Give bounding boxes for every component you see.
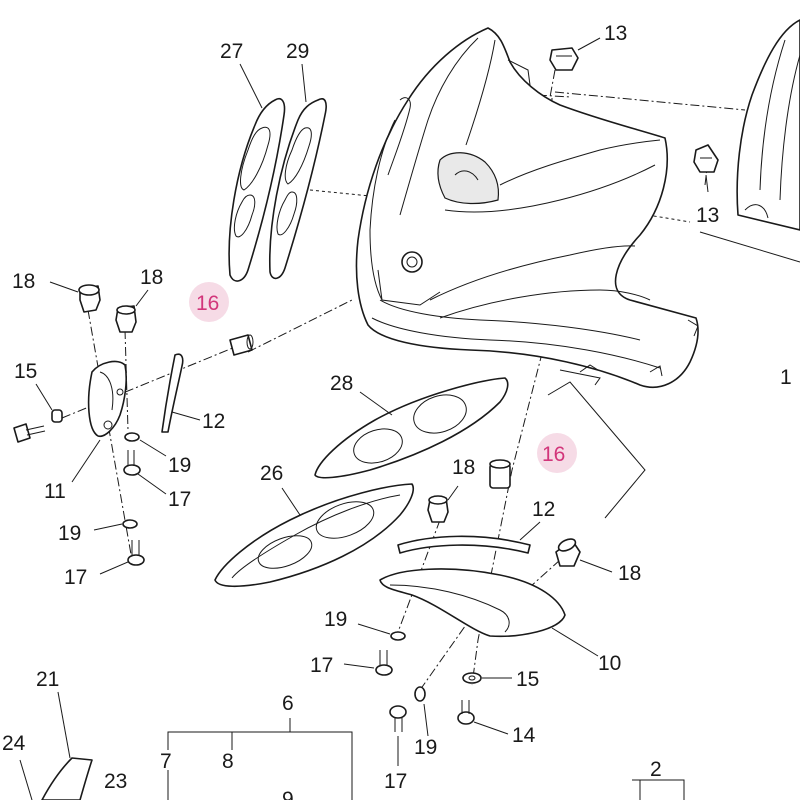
lens-27: [228, 63, 286, 282]
label-2: 2: [650, 758, 662, 781]
screw-15-left: [35, 383, 63, 423]
seal-12-right: [397, 521, 541, 554]
grommet-18-left-a: [49, 281, 101, 313]
label-27: 27: [220, 40, 243, 63]
label-16-left: 16: [196, 292, 219, 315]
label-17-left-a: 17: [168, 488, 191, 511]
label-19-right-a: 19: [324, 608, 347, 631]
part-24-bottom: [19, 759, 33, 800]
label-26: 26: [260, 462, 283, 485]
grommet-18-mid: [427, 485, 459, 523]
label-23: 23: [104, 770, 127, 793]
label-12-left: 12: [202, 410, 225, 433]
label-24: 24: [2, 732, 26, 755]
panel-10: [379, 568, 599, 657]
front-cowling-part-1: [355, 27, 699, 389]
label-10: 10: [598, 652, 621, 675]
label-9: 9: [282, 788, 294, 800]
highlight-16-right-badge: [537, 433, 577, 473]
label-19-left-a: 19: [168, 454, 191, 477]
label-19-left-b: 19: [58, 522, 81, 545]
bottom-group-bracket: [167, 718, 353, 800]
label-15-left: 15: [14, 360, 37, 383]
part-21-bottom: [41, 691, 93, 800]
label-17-left-b: 17: [64, 566, 87, 589]
washer-15-right: [462, 672, 512, 684]
lens-29: [268, 63, 327, 280]
label-19-right-b: 19: [414, 736, 437, 759]
highlight-16-left-badge: [189, 282, 229, 322]
collar-16-right: [489, 459, 511, 489]
label-18-mid: 18: [452, 456, 475, 479]
lens-28: [314, 377, 509, 479]
label-15-right: 15: [516, 668, 539, 691]
screw-17-left-b: [99, 540, 145, 575]
grommet-18-left-b: [115, 289, 149, 333]
label-12-right: 12: [532, 498, 555, 521]
label-8: 8: [222, 750, 234, 773]
label-13-right: 13: [696, 204, 719, 227]
bracket-11: [71, 360, 127, 483]
label-1: 1: [780, 366, 792, 389]
screw-17-right-a: [343, 650, 393, 676]
screw-17-right-b: [389, 705, 407, 766]
label-28: 28: [330, 372, 353, 395]
part-labels: 27 29 13 13 1 18 18 16 15 12 28 19 11 17…: [2, 22, 792, 800]
label-17-right-a: 17: [310, 654, 333, 677]
label-7: 7: [160, 750, 172, 773]
label-18-left-b: 18: [140, 266, 163, 289]
label-11: 11: [44, 480, 66, 503]
collar-16-left: [229, 334, 254, 356]
washer-19-right-b: [414, 686, 429, 737]
washer-19-left-b: [93, 519, 138, 531]
washer-19-right-a: [357, 623, 406, 641]
grommet-18-right: [555, 538, 613, 573]
label-6: 6: [282, 692, 294, 715]
label-21: 21: [36, 668, 59, 691]
label-17-right-b: 17: [384, 770, 407, 793]
part-2-bottom: [632, 779, 685, 800]
screw-17-left-a: [123, 450, 167, 495]
clip-13-right: [693, 144, 719, 193]
washer-19-left-a: [124, 432, 167, 457]
label-29: 29: [286, 40, 309, 63]
label-16-right: 16: [542, 443, 565, 466]
label-18-left-a: 18: [12, 270, 35, 293]
label-18-right: 18: [618, 562, 641, 585]
seal-12-left: [161, 353, 201, 433]
screw-left-far: [13, 423, 46, 443]
label-14: 14: [512, 724, 536, 747]
adjacent-cover-partial: [699, 19, 800, 263]
screw-14: [457, 700, 509, 735]
lens-26: [214, 483, 415, 588]
label-13-top: 13: [604, 22, 627, 45]
clip-13-top: [549, 37, 601, 71]
